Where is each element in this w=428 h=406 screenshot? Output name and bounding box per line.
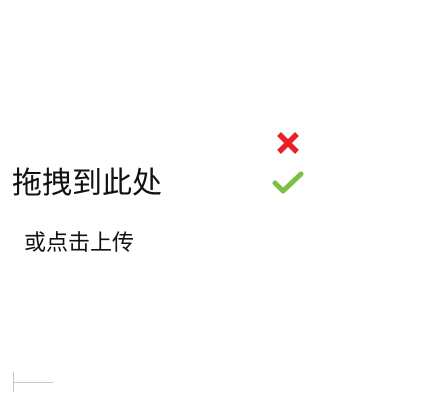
close-icon[interactable] [275, 130, 301, 156]
corner-divider-horizontal [13, 382, 53, 383]
dropzone-title: 拖拽到此处 [12, 166, 162, 201]
click-to-upload-link[interactable]: 或点击上传 [24, 231, 135, 256]
check-icon[interactable] [272, 170, 304, 196]
